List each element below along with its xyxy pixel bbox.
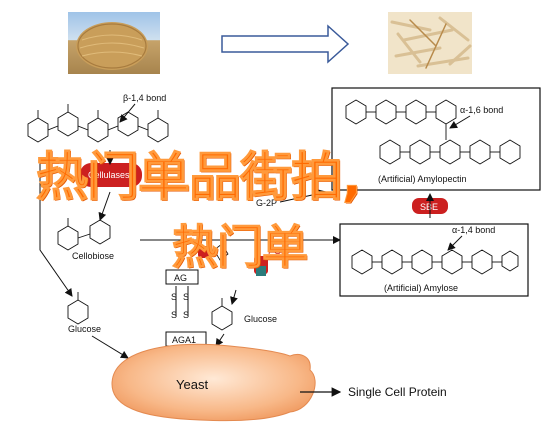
svg-text:S: S [183,310,189,320]
enzyme-shape-icon [213,243,229,261]
sbe-label: SBE [420,202,438,212]
ss-bonds [175,286,189,316]
hay-bale-image [68,12,160,74]
amylopectin-box [331,87,541,191]
alpha14-bond-label: α-1,4 bond [452,225,495,235]
pgp-label: PGP [268,246,287,256]
ag-label: AG [174,273,187,283]
alpha16-bond-label: α-1,6 bond [460,105,503,115]
aga1-label: AGA1 [172,335,196,345]
glucose-left-label: Glucose [68,324,101,334]
beta-bond-label: β-1,4 bond [123,93,166,103]
cellulases-highlight [80,163,142,187]
yeast-label: Yeast [176,377,208,392]
sbe-enzyme-icon [198,246,212,258]
amylose-label: (Artificial) Amylose [384,283,458,293]
big-arrow [221,24,350,64]
svg-text:S: S [171,310,177,320]
transporter-icon [256,266,266,276]
amylose-structure [351,249,519,275]
cellulose-structure [27,104,169,143]
ag-box [165,269,199,285]
glucose-left-structure [67,292,89,325]
svg-text:S: S [171,292,177,302]
pasta-image [388,12,472,74]
glucose-mid-structure [211,298,233,331]
yeast-cell [111,343,316,422]
cellulases-label: Cellulases [88,170,130,180]
overlay-text-line2: 热门单 [172,220,309,274]
glucose-mid-label: Glucose [244,314,277,324]
cellobiose-label: Cellobiose [72,251,114,261]
svg-text:S: S [183,292,189,302]
amylopectin-structure [345,99,521,165]
cellobiose-structure [57,212,111,251]
amylopectin-label: (Artificial) Amylopectin [378,174,467,184]
amylose-box [339,223,529,297]
single-cell-protein-label: Single Cell Protein [348,385,447,399]
overlay-text-line1: 热门单品街拍, [36,148,363,208]
g2p-label: G-2P [256,198,277,208]
